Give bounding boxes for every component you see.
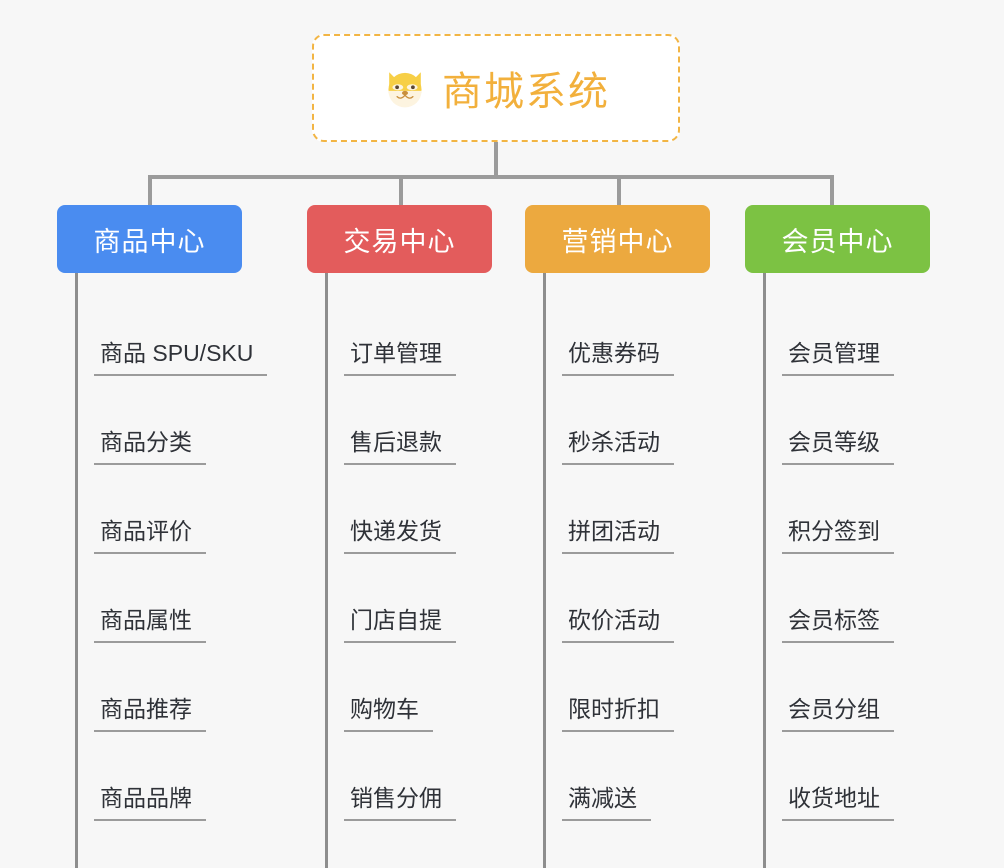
leaf-label: 商品分类 <box>94 429 206 465</box>
branch-title: 交易中心 <box>343 226 456 257</box>
root-title: 商城系统 <box>442 70 610 114</box>
list-item[interactable]: 商品分类 <box>75 376 302 465</box>
leaf-label: 会员分组 <box>782 696 894 732</box>
list-item[interactable]: 满减送 <box>543 732 760 821</box>
branch-header-product-center[interactable]: 商品中心 <box>57 205 242 273</box>
leaf-label: 商品评价 <box>94 518 206 554</box>
list-item[interactable]: 快递发货 <box>325 465 552 554</box>
leaf-label: 售后退款 <box>344 429 456 465</box>
connector-root-stem <box>494 142 498 178</box>
branch-title: 会员中心 <box>781 226 894 257</box>
list-item[interactable]: 售后退款 <box>325 376 552 465</box>
leaf-list-trade-center: 订单管理 售后退款 快递发货 门店自提 购物车 销售分佣 <box>307 273 552 868</box>
branch-member-center: 会员中心 会员管理 会员等级 积分签到 会员标签 会员分组 收货地址 <box>745 205 980 868</box>
leaf-label: 销售分佣 <box>344 785 456 821</box>
connector-drop-2 <box>399 175 403 207</box>
list-item[interactable]: 限时折扣 <box>543 643 760 732</box>
leaf-label: 会员管理 <box>782 340 894 376</box>
shiba-dog-face-icon <box>382 65 428 111</box>
leaf-label: 砍价活动 <box>562 607 674 643</box>
branch-spine <box>543 273 546 868</box>
leaf-label: 秒杀活动 <box>562 429 674 465</box>
leaf-label: 满减送 <box>562 785 651 821</box>
leaf-label: 商品品牌 <box>94 785 206 821</box>
list-item[interactable]: 商品 SPU/SKU <box>75 287 302 376</box>
leaf-label: 限时折扣 <box>562 696 674 732</box>
branch-title: 商品中心 <box>93 226 206 257</box>
list-item[interactable]: 商品评价 <box>75 465 302 554</box>
connector-drop-3 <box>617 175 621 207</box>
root-node[interactable]: 商城系统 <box>312 34 680 142</box>
leaf-list-product-center: 商品 SPU/SKU 商品分类 商品评价 商品属性 商品推荐 商品品牌 <box>57 273 302 868</box>
list-item[interactable]: 优惠券码 <box>543 287 760 376</box>
list-item[interactable]: 积分签到 <box>763 465 980 554</box>
leaf-label: 订单管理 <box>344 340 456 376</box>
branch-title: 营销中心 <box>561 226 674 257</box>
leaf-label: 拼团活动 <box>562 518 674 554</box>
leaf-label: 商品属性 <box>94 607 206 643</box>
mindmap-canvas: 商城系统 商品中心 商品 SPU/SKU 商品分类 商品评价 商品属性 商品推荐… <box>57 34 980 868</box>
leaf-label: 会员标签 <box>782 607 894 643</box>
leaf-label: 商品推荐 <box>94 696 206 732</box>
list-item[interactable]: 会员分组 <box>763 643 980 732</box>
list-item[interactable]: 商品属性 <box>75 554 302 643</box>
list-item[interactable]: 商品推荐 <box>75 643 302 732</box>
list-item[interactable]: 拼团活动 <box>543 465 760 554</box>
list-item[interactable]: 购物车 <box>325 643 552 732</box>
leaf-label: 门店自提 <box>344 607 456 643</box>
list-item[interactable]: 收货地址 <box>763 732 980 821</box>
leaf-label: 商品 SPU/SKU <box>94 340 268 376</box>
leaf-label: 会员等级 <box>782 429 894 465</box>
connector-drop-4 <box>830 175 834 207</box>
branch-header-trade-center[interactable]: 交易中心 <box>307 205 492 273</box>
leaf-label: 收货地址 <box>782 785 894 821</box>
branch-header-member-center[interactable]: 会员中心 <box>745 205 930 273</box>
leaf-label: 优惠券码 <box>562 340 674 376</box>
list-item[interactable]: 砍价活动 <box>543 554 760 643</box>
leaf-list-member-center: 会员管理 会员等级 积分签到 会员标签 会员分组 收货地址 <box>745 273 980 868</box>
branch-spine <box>75 273 78 868</box>
branch-spine <box>325 273 328 868</box>
leaf-list-marketing-center: 优惠券码 秒杀活动 拼团活动 砍价活动 限时折扣 满减送 <box>525 273 760 868</box>
leaf-label: 快递发货 <box>344 518 456 554</box>
list-item[interactable]: 销售分佣 <box>325 732 552 821</box>
branch-marketing-center: 营销中心 优惠券码 秒杀活动 拼团活动 砍价活动 限时折扣 满减送 <box>525 205 760 868</box>
connector-drop-1 <box>148 175 152 207</box>
list-item[interactable]: 商品品牌 <box>75 732 302 821</box>
list-item[interactable]: 订单管理 <box>325 287 552 376</box>
branch-trade-center: 交易中心 订单管理 售后退款 快递发货 门店自提 购物车 销售分佣 <box>307 205 552 868</box>
list-item[interactable]: 会员管理 <box>763 287 980 376</box>
leaf-label: 积分签到 <box>782 518 894 554</box>
leaf-label: 购物车 <box>344 696 433 732</box>
list-item[interactable]: 会员等级 <box>763 376 980 465</box>
list-item[interactable]: 门店自提 <box>325 554 552 643</box>
list-item[interactable]: 秒杀活动 <box>543 376 760 465</box>
list-item[interactable]: 会员标签 <box>763 554 980 643</box>
branch-spine <box>763 273 766 868</box>
branch-header-marketing-center[interactable]: 营销中心 <box>525 205 710 273</box>
connector-horizontal-bus <box>148 175 834 179</box>
branch-product-center: 商品中心 商品 SPU/SKU 商品分类 商品评价 商品属性 商品推荐 商品品牌 <box>57 205 302 868</box>
